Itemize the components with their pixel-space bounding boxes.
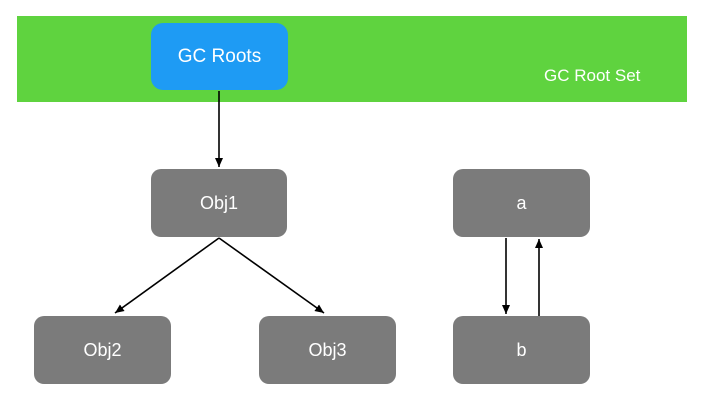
b-label: b bbox=[516, 339, 527, 360]
gc-roots-node: GC Roots bbox=[151, 23, 288, 90]
obj3-node: Obj3 bbox=[259, 316, 396, 384]
gc-roots-label: GC Roots bbox=[177, 45, 262, 67]
obj1-label: Obj1 bbox=[199, 192, 239, 213]
gc-root-set-band bbox=[17, 16, 687, 102]
gc-root-set-label: GC Root Set bbox=[544, 66, 641, 85]
a-label: a bbox=[516, 192, 527, 213]
obj1-node: Obj1 bbox=[151, 169, 287, 237]
obj2-label: Obj2 bbox=[83, 339, 122, 360]
edge-obj1-to-obj3 bbox=[218, 237, 325, 314]
edge-obj1-to-obj2 bbox=[114, 237, 220, 314]
b-node: b bbox=[453, 316, 590, 384]
a-node: a bbox=[453, 169, 590, 237]
obj2-node: Obj2 bbox=[34, 316, 171, 384]
obj3-label: Obj3 bbox=[308, 339, 347, 360]
